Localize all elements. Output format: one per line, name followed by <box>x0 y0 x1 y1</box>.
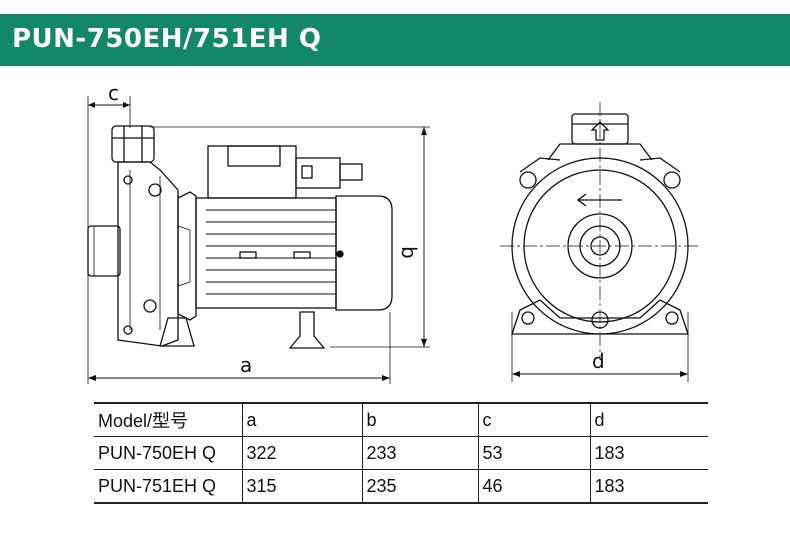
header-model: Model/型号 <box>94 402 242 437</box>
header-c: c <box>477 402 590 437</box>
cell-d: 183 <box>589 436 708 470</box>
page-title: PUN-750EH/751EH Q <box>12 24 322 54</box>
front-view <box>500 102 700 382</box>
discharge-port <box>111 125 155 163</box>
table-row: PUN-751EH Q 315 235 46 183 <box>94 469 708 504</box>
front-base <box>511 299 689 335</box>
fan-cover <box>335 195 393 311</box>
table-row: PUN-750EH Q 322 233 53 183 <box>94 436 708 470</box>
header-a: a <box>241 402 362 437</box>
dim-label-c: c <box>108 81 119 105</box>
header-b: b <box>361 402 478 437</box>
title-banner: PUN-750EH/751EH Q <box>0 14 790 66</box>
dimensions-table: Model/型号 a b c d PUN-750EH Q 322 233 53 … <box>94 402 708 504</box>
dim-label-a: a <box>240 353 252 377</box>
cell-a: 315 <box>241 469 362 504</box>
cell-model: PUN-751EH Q <box>94 469 242 504</box>
dim-label-d: d <box>592 349 605 373</box>
terminal-box <box>207 145 297 199</box>
cell-model: PUN-750EH Q <box>94 436 242 470</box>
cell-c: 53 <box>477 436 590 470</box>
header-d: d <box>589 402 708 437</box>
motor-foot <box>288 311 326 349</box>
suction-port <box>87 225 121 277</box>
cell-c: 46 <box>477 469 590 504</box>
table-header-row: Model/型号 a b c d <box>94 402 708 437</box>
pump-foot <box>159 317 195 347</box>
cell-b: 235 <box>361 469 478 504</box>
motor-body <box>195 197 337 309</box>
side-view <box>87 96 430 384</box>
cell-d: 183 <box>589 469 708 504</box>
cell-b: 233 <box>361 436 478 470</box>
suction-flange <box>567 213 633 279</box>
dim-label-b: b <box>397 246 421 259</box>
top-margin <box>0 0 790 14</box>
pump-dimension-drawing: c a b d <box>87 81 700 384</box>
cell-a: 322 <box>241 436 362 470</box>
